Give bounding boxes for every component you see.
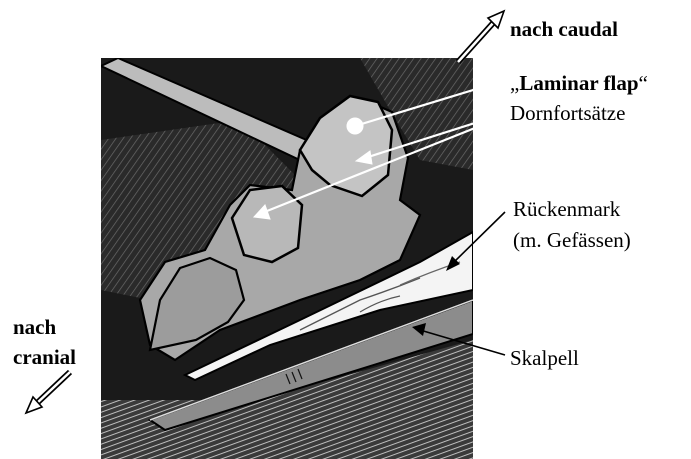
laminar-flap-label: „Laminar flap“ xyxy=(510,71,648,95)
surgical-photo xyxy=(101,58,473,459)
rueckenmark-sublabel: (m. Gefässen) xyxy=(513,228,631,252)
laminar-flap-marker xyxy=(347,118,363,134)
cranial-label-line2: cranial xyxy=(13,345,76,369)
laminar-open-quote: „ xyxy=(510,71,519,95)
cranial-label-line1: nach xyxy=(13,315,56,339)
laminar-flap-text: Laminar flap xyxy=(519,71,638,95)
dornfortsaetze-label: Dornfortsätze xyxy=(510,101,625,125)
cranial-direction-arrow xyxy=(26,372,70,413)
caudal-label: nach caudal xyxy=(510,17,618,41)
rueckenmark-label: Rückenmark xyxy=(513,197,620,221)
laminar-close-quote: “ xyxy=(639,71,648,95)
caudal-direction-arrow xyxy=(458,11,504,62)
skalpell-label: Skalpell xyxy=(510,346,579,370)
